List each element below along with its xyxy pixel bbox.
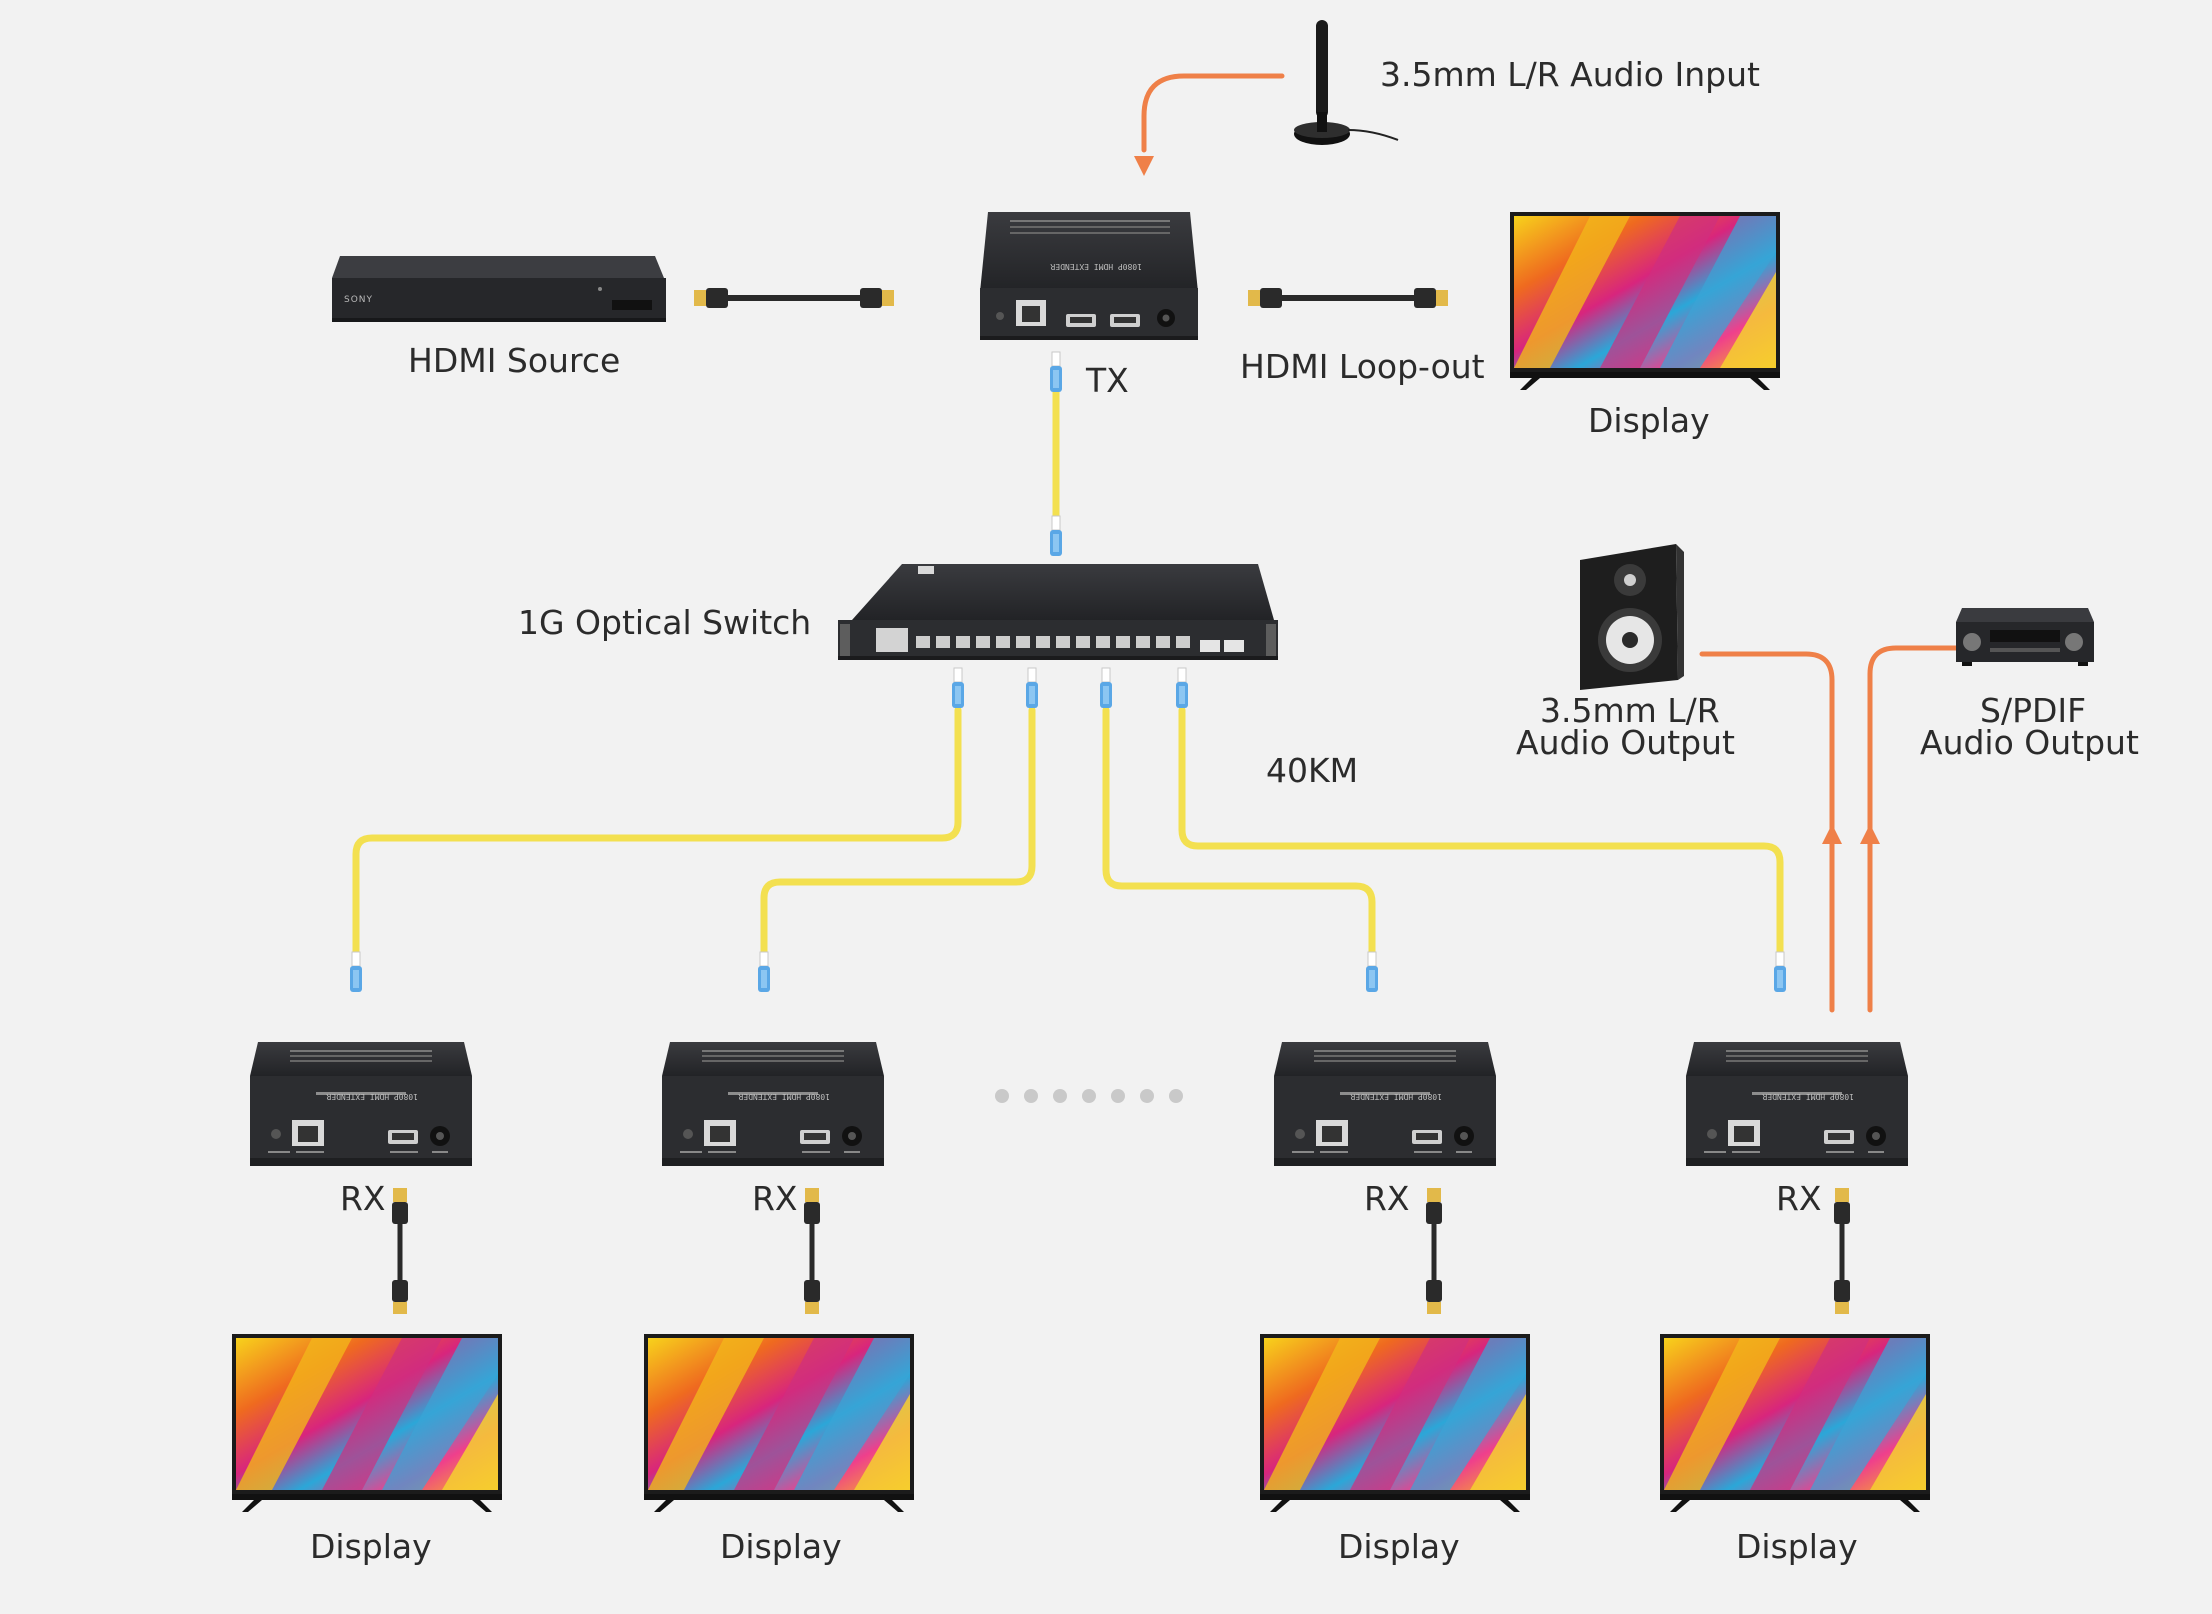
rx1-extender-label: 1080P HDMI EXTENDER: [326, 1092, 418, 1101]
arrow-up-icon: [1822, 824, 1842, 844]
rx4-extender-label: 1080P HDMI EXTENDER: [1762, 1092, 1854, 1101]
lc-connector: [1773, 951, 1787, 993]
display-screen-2: [644, 1334, 914, 1512]
audio-output-label-line1: 3.5mm L/R: [1540, 691, 1720, 730]
rx-extender-4: [1686, 1042, 1908, 1166]
arrow-down-icon: [1134, 156, 1154, 176]
fiber-connectors: [349, 351, 1787, 993]
rx-label-4: RX: [1776, 1179, 1822, 1218]
lc-connector: [1175, 667, 1189, 709]
optical-switch-device: [838, 564, 1278, 660]
distance-label: 40KM: [1266, 751, 1358, 790]
audio-links: [1141, 73, 1959, 1013]
display-label-4: Display: [1736, 1527, 1858, 1566]
audio-output-label-line2: Audio Output: [1516, 723, 1735, 762]
rx3-extender-label: 1080P HDMI EXTENDER: [1350, 1092, 1442, 1101]
rx-label-3: RX: [1364, 1179, 1410, 1218]
tx-extender-label: 1080P HDMI EXTENDER: [1050, 262, 1142, 271]
display-label-3: Display: [1338, 1527, 1460, 1566]
audio-input-label: 3.5mm L/R Audio Input: [1380, 55, 1760, 94]
fiber-switch-to-rx1: [352, 706, 962, 959]
lc-connector: [1049, 515, 1063, 557]
lc-connector: [1049, 351, 1063, 393]
display-label-2: Display: [720, 1527, 842, 1566]
spdif-label-line2: Audio Output: [1920, 723, 2139, 762]
rx-extender-1: [250, 1042, 472, 1166]
fiber-switch-to-rx2: [760, 706, 1036, 959]
hdmi-cable: [1248, 288, 1448, 308]
audio-arrows: [1134, 156, 1880, 844]
hdmi-loop-out-label: HDMI Loop-out: [1240, 347, 1485, 386]
rx2-extender-label: 1080P HDMI EXTENDER: [738, 1092, 830, 1101]
lc-connector: [1099, 667, 1113, 709]
rx-label-2: RX: [752, 1179, 798, 1218]
fiber-switch-to-rx4: [1178, 706, 1784, 959]
display-label-1: Display: [310, 1527, 432, 1566]
hdmi-cable: [804, 1188, 820, 1314]
tx-label: TX: [1085, 361, 1129, 400]
optical-switch-label: 1G Optical Switch: [518, 603, 811, 642]
fiber-switch-to-rx3: [1102, 706, 1376, 959]
hdmi-cable: [1426, 1188, 1442, 1314]
lc-connector: [1025, 667, 1039, 709]
display-screen-1: [232, 1334, 502, 1512]
hdmi-cable: [1834, 1188, 1850, 1314]
spdif-label-line1: S/PDIF: [1980, 691, 2086, 730]
display-top-screen: [1510, 212, 1780, 390]
tx-extender: 1080P HDMI EXTENDER: [980, 212, 1198, 340]
lc-connector: [757, 951, 771, 993]
hdmi-source-device: SONY: [332, 256, 666, 322]
lc-connector: [349, 951, 363, 993]
speaker-icon: [1580, 544, 1684, 690]
audio-input-line: [1141, 73, 1285, 153]
more-receivers-ellipsis: [995, 1089, 1183, 1103]
display-screen-3: [1260, 1334, 1530, 1512]
source-brand: SONY: [344, 295, 373, 305]
av-receiver-icon: [1956, 608, 2094, 666]
display-screen-4: [1660, 1334, 1930, 1512]
hdmi-cable: [392, 1188, 408, 1314]
hdmi-source-label: HDMI Source: [408, 341, 620, 380]
audio-output-line: [1699, 651, 1835, 1013]
rx-label-1: RX: [340, 1179, 386, 1218]
spdif-output-line: [1867, 645, 1959, 1013]
lc-connector: [1365, 951, 1379, 993]
antenna-icon: [1294, 20, 1399, 145]
hdmi-cable: [694, 288, 894, 308]
lc-connector: [951, 667, 965, 709]
arrow-up-icon: [1860, 824, 1880, 844]
fiber-links: [352, 386, 1784, 959]
rx-extender-3: [1274, 1042, 1496, 1166]
rx-extender-2: [662, 1042, 884, 1166]
display-top-label: Display: [1588, 401, 1710, 440]
